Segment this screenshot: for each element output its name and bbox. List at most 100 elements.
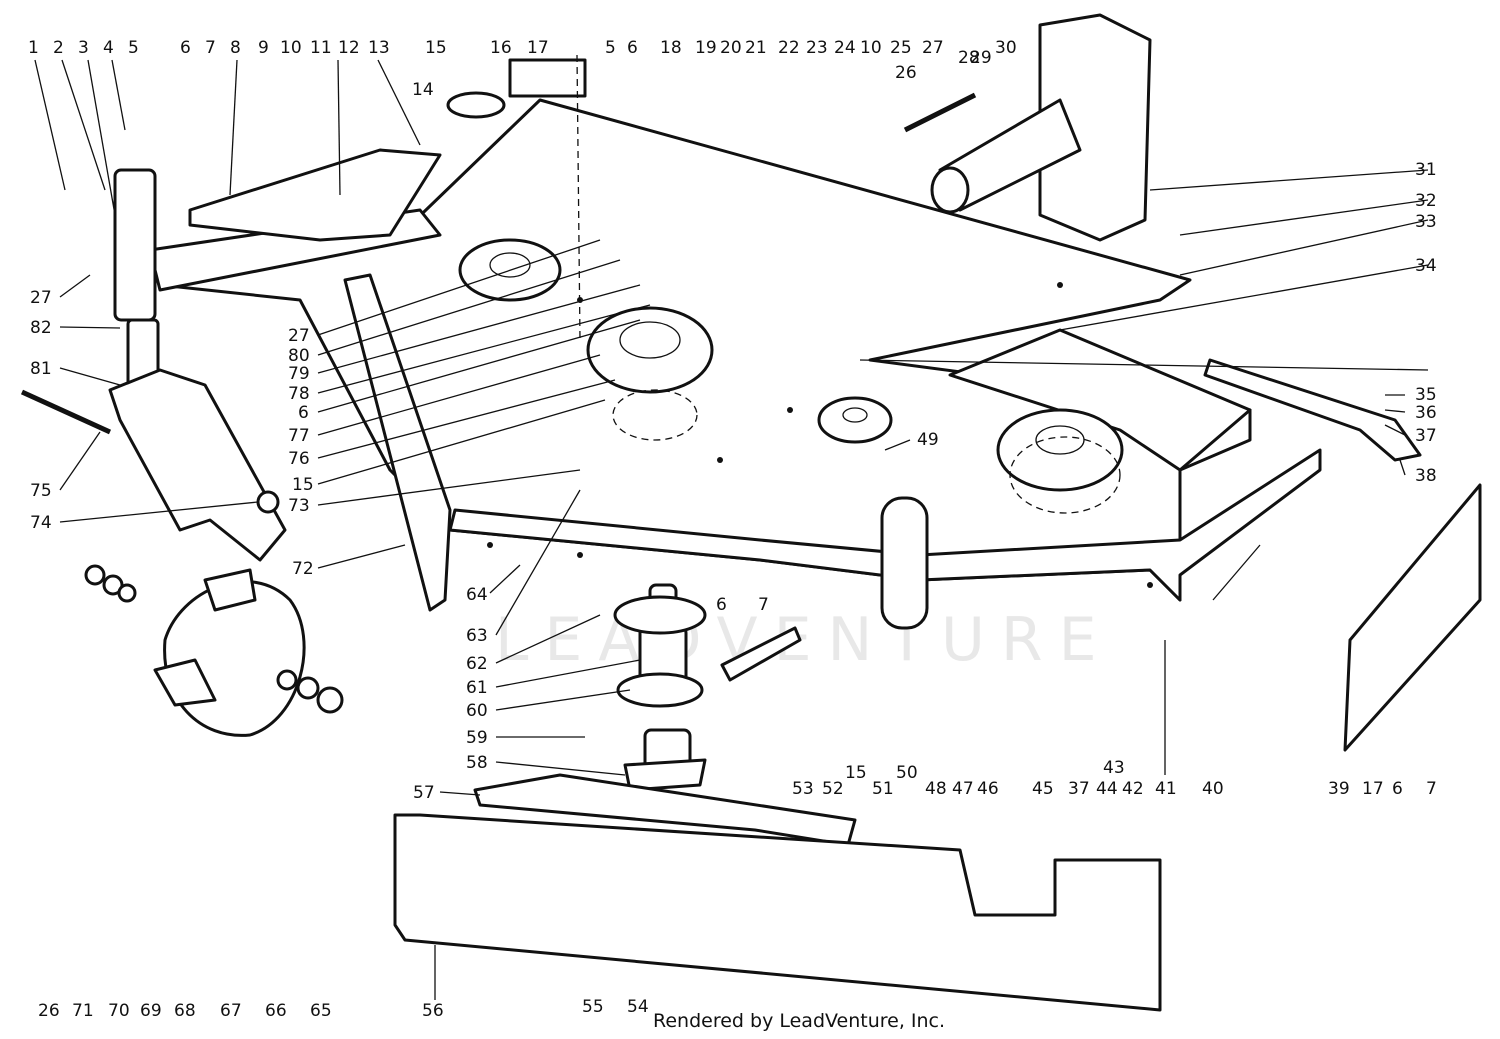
callouts-right: 31 32 33 34 35 36 37 38 xyxy=(1415,160,1437,486)
callout: 78 xyxy=(288,384,310,404)
callout: 15 xyxy=(845,763,867,783)
callout: 10 xyxy=(860,38,882,58)
rear-bracket xyxy=(188,148,442,242)
callout: 8 xyxy=(230,38,241,58)
callout: 3 xyxy=(78,38,89,58)
callout: 73 xyxy=(288,496,310,516)
callout: 15 xyxy=(292,475,314,495)
callout: 43 xyxy=(1103,758,1125,778)
callout: 64 xyxy=(466,585,488,605)
callout: 41 xyxy=(1155,779,1177,799)
idler-pulley xyxy=(817,396,893,444)
callout: 33 xyxy=(1415,212,1437,232)
callout: 35 xyxy=(1415,385,1437,405)
callouts-bottom-row: 53 52 15 51 50 48 47 46 45 37 44 42 41 4… xyxy=(792,758,1437,799)
callout: 74 xyxy=(30,513,52,533)
callout: 17 xyxy=(527,38,549,58)
pivot-tube xyxy=(113,168,157,322)
callout: 39 xyxy=(1328,779,1350,799)
callout: 47 xyxy=(952,779,974,799)
callout: 26 xyxy=(38,1001,60,1021)
callout: 1 xyxy=(28,38,39,58)
callout: 49 xyxy=(917,430,939,450)
callout: 6 xyxy=(716,595,727,615)
callout: 45 xyxy=(1032,779,1054,799)
caster-fork xyxy=(108,368,287,562)
callout: 52 xyxy=(822,779,844,799)
pulley-center xyxy=(586,306,714,394)
callout: 79 xyxy=(288,364,310,384)
callout: 81 xyxy=(30,359,52,379)
callout: 75 xyxy=(30,481,52,501)
mower-deck-drawing xyxy=(20,13,1482,1012)
caption: Rendered by LeadVenture, Inc. xyxy=(653,1010,945,1032)
callouts-left: 27 82 81 75 74 72 xyxy=(30,288,314,579)
callouts-mid-left: 27 80 79 78 6 77 76 15 73 xyxy=(288,326,314,516)
callout: 68 xyxy=(174,1001,196,1021)
callout: 67 xyxy=(220,1001,242,1021)
callout: 80 xyxy=(288,346,310,366)
callout: 30 xyxy=(995,38,1017,58)
baffle xyxy=(393,813,1162,1012)
callout: 37 xyxy=(1068,779,1090,799)
callout: 2 xyxy=(53,38,64,58)
callout: 9 xyxy=(258,38,269,58)
callout: 28 xyxy=(958,48,980,68)
callout: 17 xyxy=(1362,779,1384,799)
callout: 25 xyxy=(890,38,912,58)
callout: 51 xyxy=(872,779,894,799)
callout: 27 xyxy=(922,38,944,58)
callout: 40 xyxy=(1202,779,1224,799)
callout: 27 xyxy=(30,288,52,308)
mounting-bar xyxy=(720,626,802,682)
deflector xyxy=(1343,483,1482,752)
callout: 31 xyxy=(1415,160,1437,180)
callouts-top: 1 2 3 4 5 6 7 8 9 10 11 12 13 15 16 17 5… xyxy=(28,38,1017,100)
callout: 37 xyxy=(1415,426,1437,446)
callout: 72 xyxy=(292,559,314,579)
leader-lines xyxy=(34,59,1429,1000)
callout: 70 xyxy=(108,1001,130,1021)
callout: 13 xyxy=(368,38,390,58)
hitch-bracket xyxy=(1038,13,1152,242)
callout: 5 xyxy=(128,38,139,58)
callout: 63 xyxy=(466,626,488,646)
callout: 69 xyxy=(140,1001,162,1021)
callout: 61 xyxy=(466,678,488,698)
callout: 65 xyxy=(310,1001,332,1021)
callout: 6 xyxy=(180,38,191,58)
callout: 55 xyxy=(582,997,604,1017)
callout: 82 xyxy=(30,318,52,338)
callout: 57 xyxy=(413,783,435,803)
callout: 7 xyxy=(758,595,769,615)
callout: 54 xyxy=(627,997,649,1017)
callout: 34 xyxy=(1415,256,1437,276)
callout: 21 xyxy=(745,38,767,58)
callout: 29 xyxy=(970,48,992,68)
callout: 56 xyxy=(422,1001,444,1021)
callout: 62 xyxy=(466,654,488,674)
callout: 7 xyxy=(1426,779,1437,799)
callout: 50 xyxy=(896,763,918,783)
callout: 20 xyxy=(720,38,742,58)
callout: 59 xyxy=(466,728,488,748)
callout: 10 xyxy=(280,38,302,58)
spindle-roller xyxy=(880,496,929,630)
callout: 66 xyxy=(265,1001,287,1021)
callout: 15 xyxy=(425,38,447,58)
callout: 42 xyxy=(1122,779,1144,799)
callout: 22 xyxy=(778,38,800,58)
callout: 53 xyxy=(792,779,814,799)
callout: 48 xyxy=(925,779,947,799)
callout: 26 xyxy=(895,63,917,83)
watermark: LEADVENTURE xyxy=(495,605,1113,675)
callout: 19 xyxy=(695,38,717,58)
callout: 6 xyxy=(1392,779,1403,799)
callout: 38 xyxy=(1415,466,1437,486)
callout: 11 xyxy=(310,38,332,58)
callout: 4 xyxy=(103,38,114,58)
callout: 5 xyxy=(605,38,616,58)
callouts-bottom: 26 71 70 69 68 67 66 65 56 55 54 xyxy=(38,997,649,1021)
callout: 16 xyxy=(490,38,512,58)
callout: 6 xyxy=(298,403,309,423)
